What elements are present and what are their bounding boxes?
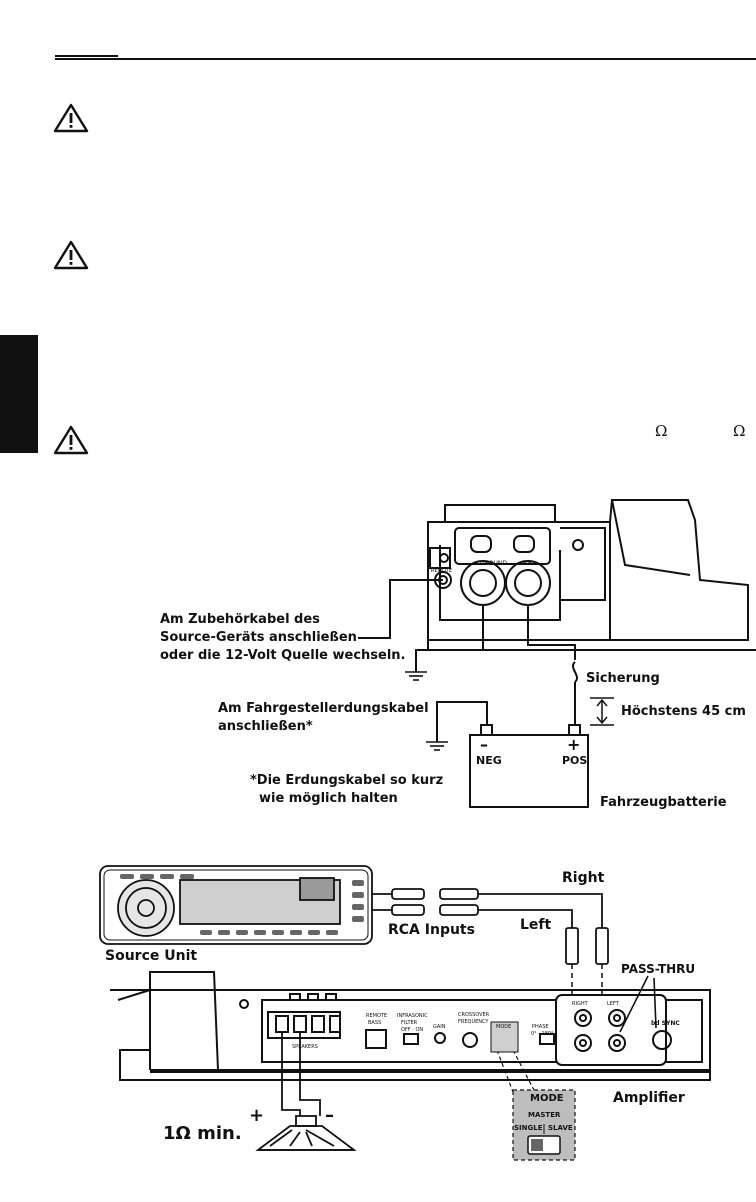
speaker-minus-sign: –	[325, 1105, 334, 1126]
omega-symbol: Ω	[733, 422, 746, 440]
battery-illustration	[469, 724, 589, 808]
neg-label: NEG	[476, 754, 502, 767]
signal-wiring-diagram	[99, 865, 711, 1161]
accessory-wire-label: Source-Geräts anschließen	[160, 630, 357, 645]
header-tab-rule	[55, 55, 118, 57]
pos-sign: +	[567, 735, 581, 754]
impedance-label: 1Ω min.	[163, 1123, 242, 1144]
fuse-symbol	[572, 661, 578, 683]
terminal-ground-label: GROUND	[480, 560, 507, 567]
ground-symbol-icon	[426, 741, 448, 751]
amplifier-endcap-illustration	[427, 499, 756, 651]
mode-callout-title: MODE	[530, 1093, 564, 1104]
fuse-label: Sicherung	[586, 671, 660, 686]
header-rule	[55, 58, 756, 60]
speaker-wires	[281, 1032, 321, 1116]
terminal-bplus-label: B+	[523, 560, 532, 567]
source-unit-label: Source Unit	[105, 948, 198, 964]
amplifier-illustration	[110, 971, 711, 1081]
chassis-ground-wire	[436, 701, 488, 742]
battery-label: Fahrzeugbatterie	[600, 795, 727, 810]
warning-triangle-icon	[53, 240, 89, 270]
right-channel-label: Right	[562, 870, 605, 886]
max-distance-indicator	[590, 697, 614, 726]
mode-switch-panel	[490, 1021, 519, 1053]
mode-callout-single: SINGLE	[514, 1124, 543, 1132]
rca-cables	[372, 888, 609, 965]
max-distance-label: Höchstens 45 cm	[621, 704, 746, 719]
amplifier-label: Amplifier	[613, 1090, 685, 1106]
left-channel-label: Left	[520, 917, 552, 933]
source-unit-buttons	[120, 874, 364, 935]
speaker-plus-sign: +	[249, 1105, 265, 1126]
language-side-tab	[0, 335, 38, 453]
ground-symbol-icon	[405, 671, 427, 681]
ground-wire	[415, 605, 484, 672]
rca-inputs-label: RCA Inputs	[388, 922, 475, 938]
ground-note: *Die Erdungskabel so kurz	[250, 773, 444, 788]
source-unit-illustration	[99, 865, 373, 945]
chassis-ground-label: anschließen*	[218, 719, 313, 734]
ground-note: wie möglich halten	[259, 791, 398, 806]
mode-callout-master: MASTER	[528, 1111, 561, 1119]
neg-sign: –	[480, 735, 488, 754]
mode-callout-slave: SLAVE	[548, 1124, 573, 1132]
passthru-arrows	[619, 975, 657, 1033]
power-wire	[527, 605, 576, 660]
power-wiring-diagram: GROUND B+ REMOTE	[358, 499, 756, 808]
passthru-label: PASS-THRU	[621, 962, 696, 976]
pos-label: POS	[562, 754, 588, 767]
accessory-wire-label: oder die 12-Volt Quelle wechseln.	[160, 648, 406, 663]
omega-symbol: Ω	[655, 422, 668, 440]
warning-triangle-icon	[53, 425, 89, 455]
accessory-wire-label: Am Zubehörkabel des	[160, 612, 320, 627]
warning-triangle-icon	[53, 103, 89, 133]
chassis-ground-label: Am Fahrgestellerdungskabel	[218, 701, 429, 716]
terminal-remote-label: REMOTE	[431, 568, 452, 574]
mode-switch-callout	[512, 1089, 576, 1161]
speaker-illustration	[255, 1115, 357, 1151]
remote-wire	[358, 579, 443, 639]
